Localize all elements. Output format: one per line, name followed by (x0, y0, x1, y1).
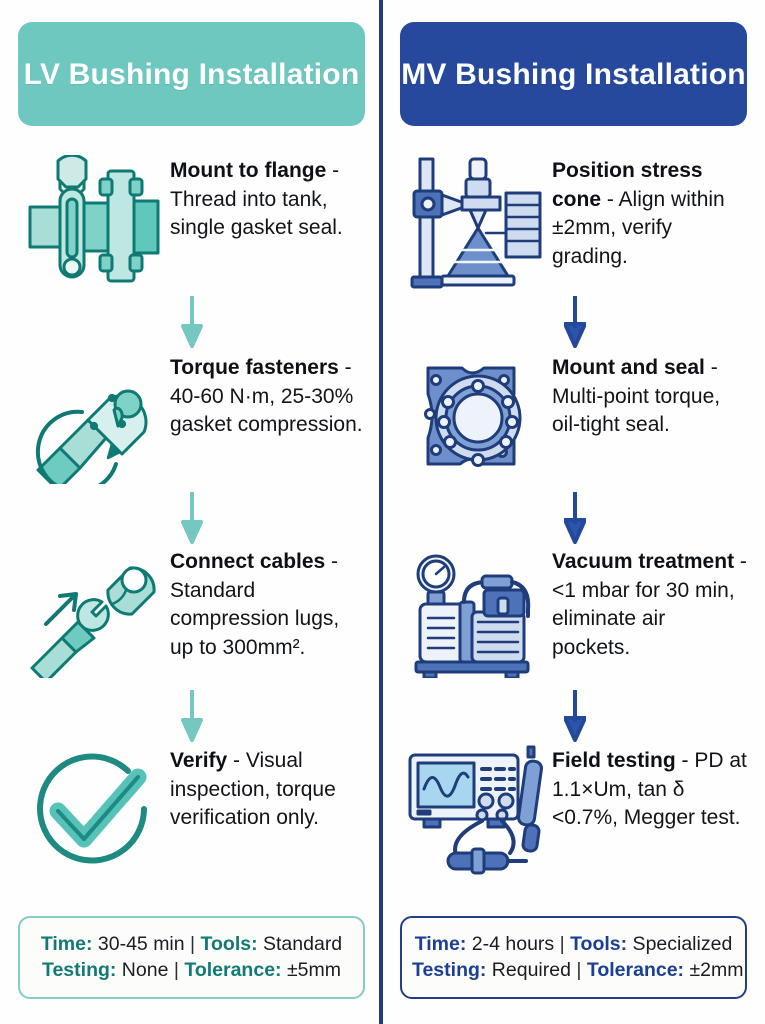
summary-key: Tolerance: (586, 959, 685, 981)
wrench-flange-icon (18, 155, 170, 287)
step-body: - Align within ±2mm, verify grading. (552, 187, 725, 268)
summary-key: Time: (414, 933, 467, 955)
oscilloscope-probe-icon (400, 745, 552, 877)
vacuum-pump-icon (400, 546, 552, 678)
step-body: - PD at 1.1×Um, tan δ <0.7%, Megger test… (552, 749, 747, 829)
summary-separator: | (576, 959, 582, 981)
summary-value: None (116, 959, 169, 981)
cable-lug-icon (18, 546, 170, 678)
step-title: Connect cables (170, 550, 326, 573)
gasket-flange-icon (400, 352, 552, 484)
step-body: - 40-60 N·m, 25-30% gasket compression. (170, 356, 363, 436)
step-body: - <1 mbar for 30 min, eliminate air pock… (552, 550, 747, 659)
summary-line: Testing: None | Tolerance: ±5mm (30, 957, 353, 983)
step-body: - Standard compression lugs, up to 300mm… (170, 550, 340, 659)
step-title: Verify (170, 749, 228, 772)
summary-separator: | (559, 933, 565, 955)
arrow-down-icon (181, 296, 203, 348)
summary-line: Time: 2-4 hours | Tools: Specialized (412, 931, 735, 957)
header-banner-lv: LV Bushing Installation (18, 22, 365, 126)
step-title: Vacuum treatment (552, 550, 735, 573)
summary-line: Time: 30-45 min | Tools: Standard (30, 931, 353, 957)
step-text: Connect cables - Standard compression lu… (170, 546, 365, 662)
step-row: Torque fasteners - 40-60 N·m, 25-30% gas… (18, 352, 365, 484)
arrow-down-icon (563, 690, 587, 742)
step-body: - Multi-point torque, oil-tight seal. (552, 356, 721, 436)
summary-key: Testing: (42, 959, 117, 981)
summary-line: Testing: Required | Tolerance: ±2mm (412, 957, 744, 983)
summary-value: 30-45 min (92, 933, 185, 955)
summary-value: Required (486, 959, 571, 981)
step-row: Vacuum treatment - <1 mbar for 30 min, e… (400, 546, 747, 678)
step-row: Verify - Visual inspection, torque verif… (18, 745, 365, 877)
step-row: Mount to flange - Thread into tank, sing… (18, 155, 365, 287)
summary-box-mv: Time: 2-4 hours | Tools: Specialized Tes… (400, 916, 747, 999)
step-title: Position stress cone (552, 159, 703, 211)
summary-separator: | (173, 959, 179, 981)
summary-value: Standard (257, 933, 343, 955)
column-lv: LV Bushing Installation (18, 0, 383, 1024)
torque-wrench-icon (18, 352, 170, 484)
step-text: Mount to flange - Thread into tank, sing… (170, 155, 365, 243)
step-body: - Thread into tank, single gasket seal. (170, 159, 343, 239)
step-text: Vacuum treatment - <1 mbar for 30 min, e… (552, 546, 747, 662)
summary-value: ±5mm (281, 959, 341, 981)
arrow-down-icon (563, 296, 587, 348)
step-text: Torque fasteners - 40-60 N·m, 25-30% gas… (170, 352, 365, 440)
check-circle-icon (18, 745, 170, 877)
step-row: Mount and seal - Multi-point torque, oil… (400, 352, 747, 484)
header-banner-mv: MV Bushing Installation (400, 22, 747, 126)
summary-key: Time: (40, 933, 93, 955)
arrow-down-icon (563, 492, 587, 544)
header-title-lv: LV Bushing Installation (23, 57, 360, 91)
step-row: Field testing - PD at 1.1×Um, tan δ <0.7… (400, 745, 747, 877)
arrow-down-icon (181, 492, 203, 544)
step-row: Position stress cone - Align within ±2mm… (400, 155, 747, 295)
step-row: Connect cables - Standard compression lu… (18, 546, 365, 678)
summary-key: Testing: (412, 959, 487, 981)
summary-key: Tools: (200, 933, 258, 955)
step-text: Field testing - PD at 1.1×Um, tan δ <0.7… (552, 745, 747, 833)
step-title: Torque fasteners (170, 356, 339, 379)
step-title: Mount to flange (170, 159, 327, 182)
step-body: - Visual inspection, torque verification… (170, 749, 336, 829)
summary-key: Tolerance: (184, 959, 282, 981)
summary-separator: | (190, 933, 196, 955)
step-text: Position stress cone - Align within ±2mm… (552, 155, 747, 271)
stress-cone-gauge-icon (400, 155, 552, 295)
summary-value: ±2mm (684, 959, 744, 981)
summary-box-lv: Time: 30-45 min | Tools: Standard Testin… (18, 916, 365, 999)
arrow-down-icon (181, 690, 203, 742)
step-text: Verify - Visual inspection, torque verif… (170, 745, 365, 833)
column-divider (379, 0, 383, 1024)
column-mv: MV Bushing Installation (400, 0, 765, 1024)
step-title: Mount and seal (552, 356, 705, 379)
summary-value: Specialized (627, 933, 733, 955)
step-title: Field testing (552, 749, 676, 772)
header-title-mv: MV Bushing Installation (401, 57, 746, 91)
summary-value: 2-4 hours (466, 933, 555, 955)
step-text: Mount and seal - Multi-point torque, oil… (552, 352, 747, 440)
summary-key: Tools: (570, 933, 628, 955)
